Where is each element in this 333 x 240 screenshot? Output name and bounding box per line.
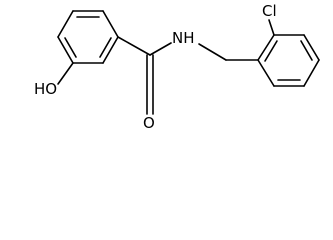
bond — [303, 59, 320, 87]
molecule-diagram: HO O NH Cl — [34, 2, 320, 132]
bond — [303, 34, 320, 61]
bond — [117, 36, 151, 56]
bond-n-ch2 — [198, 43, 227, 61]
amide-nitrogen-label: NH — [172, 29, 195, 47]
bond — [102, 36, 119, 64]
hydroxyl-label: HO — [34, 80, 57, 98]
bond — [149, 42, 172, 56]
structure-canvas: HO O NH Cl — [34, 2, 320, 132]
chloro-label: Cl — [262, 2, 277, 20]
double-bond-inner — [300, 40, 313, 61]
chlorophenyl-ring — [257, 34, 320, 87]
double-bond-inner — [264, 40, 278, 62]
double-bond-inner — [99, 37, 112, 58]
amide-group: O NH — [117, 29, 195, 132]
bond — [57, 10, 74, 38]
bond — [57, 36, 74, 64]
hydroxyphenyl-ring — [57, 10, 119, 64]
bond — [257, 34, 275, 61]
carbonyl-oxygen-label: O — [143, 114, 155, 132]
bond-c-oh — [57, 62, 74, 85]
double-bond-inner — [64, 37, 77, 58]
bond — [102, 10, 119, 38]
bond — [257, 59, 275, 87]
bond-c-cl — [268, 19, 275, 36]
